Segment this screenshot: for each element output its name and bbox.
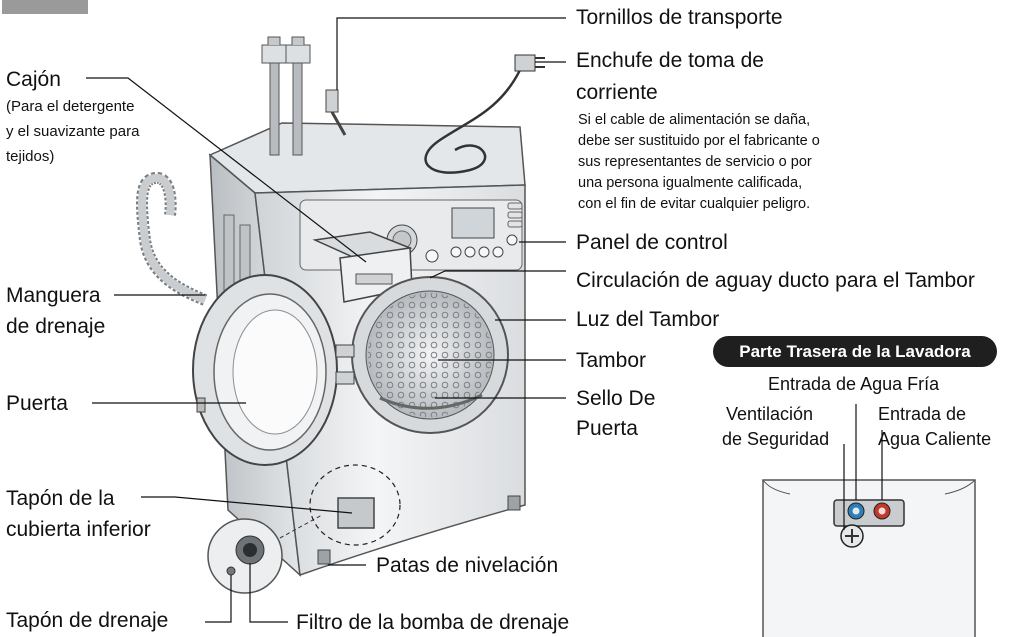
label-control-panel: Panel de control <box>576 231 728 254</box>
label-lower-cover-line2: cubierta inferior <box>6 518 151 541</box>
lower-cover-cap <box>337 497 375 529</box>
rear-title-pill: Parte Trasera de la Lavadora <box>713 336 997 367</box>
machine-top <box>208 122 526 194</box>
open-door <box>192 274 355 466</box>
power-cord <box>424 54 545 174</box>
label-vent-line1: Ventilación <box>726 404 814 424</box>
label-hot-inlet-line1: Entrada de <box>878 404 967 424</box>
label-door-seal-line1: Sello De <box>576 387 656 410</box>
drawer-note-2: y el suavizante para <box>6 123 140 140</box>
label-drum-light: Luz del Tambor <box>576 308 720 331</box>
label-water-circulation: Circulación de aguay ducto para el Tambo… <box>576 269 975 292</box>
inlet-hoses <box>261 36 311 156</box>
drawer-note-3: tejidos) <box>6 148 55 165</box>
label-door-seal-line2: Puerta <box>576 417 638 440</box>
label-pump-filter: Filtro de la bomba de drenaje <box>296 611 570 634</box>
label-drain-hose-line2: de drenaje <box>6 315 106 338</box>
plug-note-1: Si el cable de alimentación se daña, <box>578 112 811 128</box>
plug-note-5: con el fin de evitar cualquier peligro. <box>578 196 811 212</box>
label-plug-line2: corriente <box>576 81 658 104</box>
label-plug-line1: Enchufe de toma de <box>576 49 764 72</box>
plug-note-4: una persona igualmente calificada, <box>578 175 803 191</box>
leader-lines <box>86 17 566 623</box>
control-display <box>451 207 495 239</box>
plug-note-3: sus representantes de servicio o por <box>578 154 812 170</box>
transport-screw-tool <box>325 89 347 136</box>
label-drain-plug: Tapón de drenaje <box>6 609 169 632</box>
label-vent-line2: de Seguridad <box>722 429 830 449</box>
label-lower-cover-line1: Tapón de la <box>6 487 115 510</box>
label-drain-hose-line1: Manguera <box>6 284 101 307</box>
label-transport-screws: Tornillos de transporte <box>576 6 783 29</box>
plug-note-2: debe ser sustituido por el fabricante o <box>578 133 820 149</box>
washer-machine <box>136 36 545 594</box>
label-cold-inlet: Entrada de Agua Fría <box>768 374 940 394</box>
label-hot-inlet-line2: Agua Caliente <box>878 429 992 449</box>
rear-panel <box>762 404 976 637</box>
leveling-foot <box>317 549 331 565</box>
label-drum: Tambor <box>576 349 647 372</box>
label-door: Puerta <box>6 392 68 415</box>
drain-detail <box>207 514 323 594</box>
label-drawer: Cajón <box>6 68 61 91</box>
drawer-note-1: (Para el detergente <box>6 98 135 115</box>
control-buttons <box>425 234 518 263</box>
label-leveling-feet: Patas de nivelación <box>376 554 559 577</box>
corner-tab <box>2 0 88 14</box>
